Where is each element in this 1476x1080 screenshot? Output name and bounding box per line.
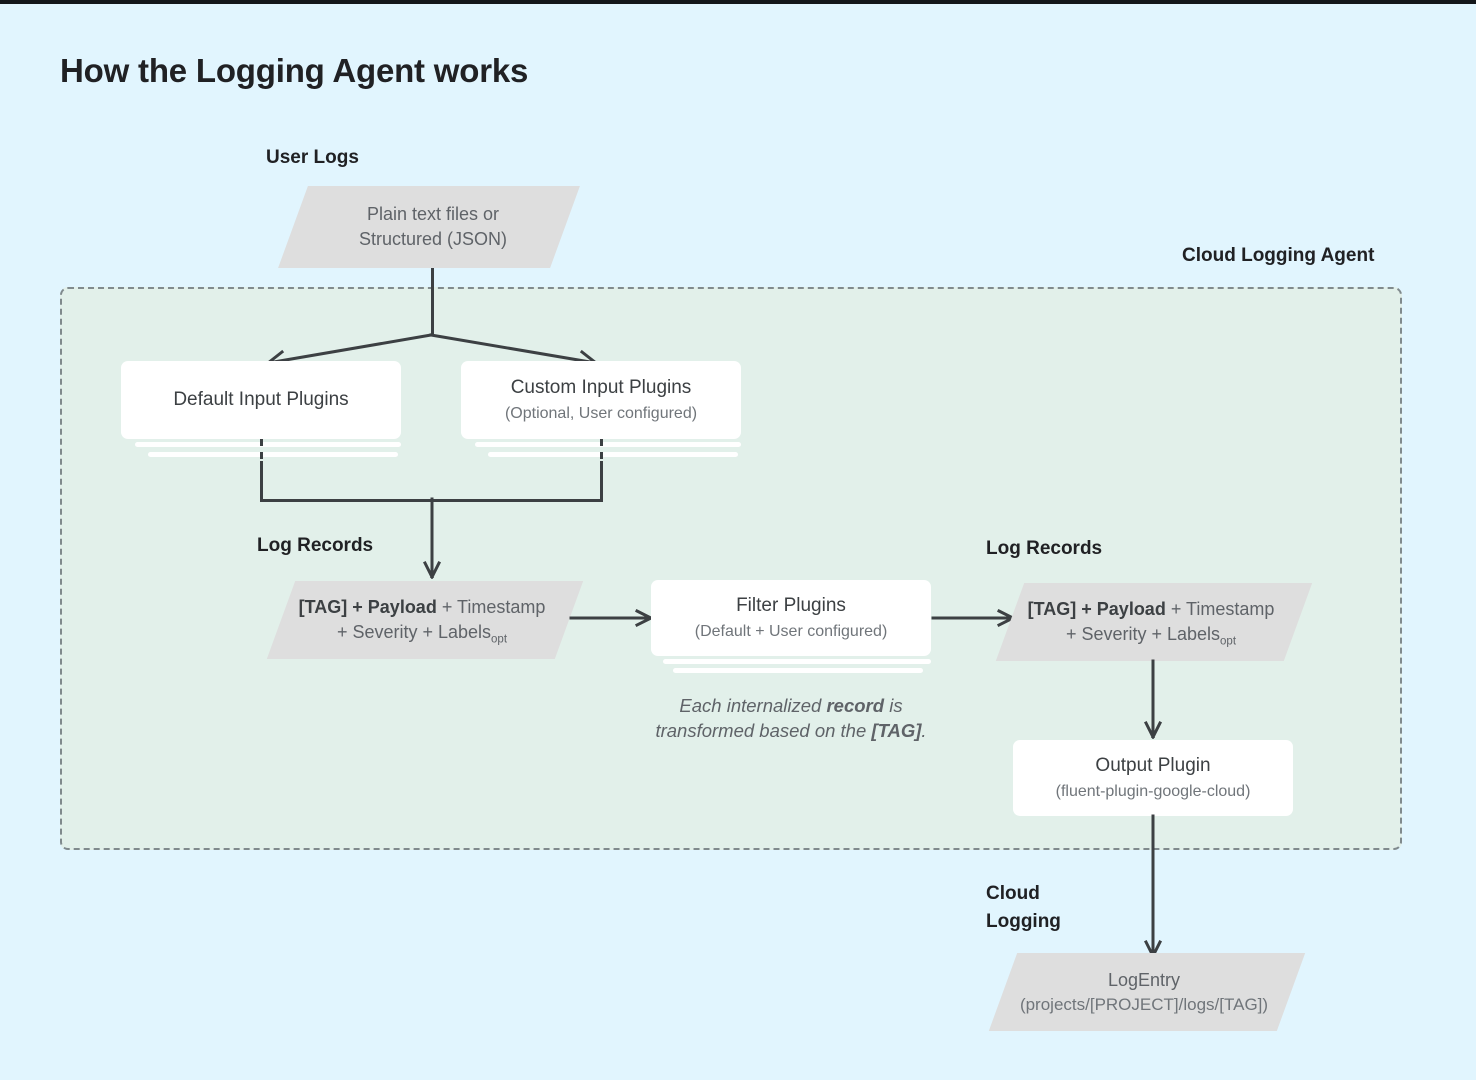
output-plugin-subtitle: (fluent-plugin-google-cloud) [1055, 782, 1251, 800]
custom-input-plugins-stack-1 [475, 442, 741, 447]
user-logs-label: User Logs [266, 147, 359, 168]
custom-input-plugins-card[interactable]: Custom Input Plugins (Optional, User con… [461, 361, 741, 439]
cloud-logging-agent-label: Cloud Logging Agent [1182, 245, 1375, 266]
log-records-right-label: Log Records [986, 538, 1103, 559]
log-record-left-parallelogram [266, 581, 584, 659]
note-l2b: [TAG] [871, 719, 922, 741]
custom-input-plugins-subtitle: (Optional, User configured) [504, 404, 698, 422]
filter-plugins-title: Filter Plugins [736, 594, 846, 616]
filter-plugins-stack-1 [663, 659, 931, 664]
default-input-plugins-title: Default Input Plugins [173, 388, 349, 410]
default-input-plugins-stack-2 [148, 452, 398, 457]
log-entry-parallelogram [988, 953, 1306, 1031]
note-l1a: Each internalized [679, 695, 827, 716]
connector-merge-to-record-arrow [422, 497, 442, 580]
connector-custom-dashed [600, 439, 603, 463]
cloud-logging-label-line-1: Cloud [986, 883, 1040, 904]
filter-transform-note-line-2: transformed based on the [TAG]. [591, 719, 991, 744]
log-record-right-parallelogram [995, 583, 1313, 661]
note-l1c: is [884, 695, 903, 716]
cloud-logging-label-line-2: Logging [986, 910, 1061, 932]
filter-plugins-stack-2 [673, 668, 923, 673]
log-records-left-label: Log Records [257, 535, 374, 556]
note-l2a: transformed based on the [655, 719, 872, 741]
connector-record-to-filter-arrow [569, 608, 654, 628]
connector-record-to-output-arrow [1143, 659, 1163, 740]
default-input-plugins-card[interactable]: Default Input Plugins [121, 361, 401, 439]
top-edge-strip [0, 0, 1476, 4]
connector-default-dashed [260, 439, 263, 463]
connector-default-down [260, 461, 263, 501]
note-l1b: record [826, 695, 885, 716]
custom-input-plugins-title: Custom Input Plugins [510, 376, 692, 398]
connector-filter-to-record-arrow [931, 608, 1016, 628]
note-l2c: . [921, 719, 927, 741]
filter-transform-note-line-1: Each internalized record is [591, 694, 991, 719]
connector-userlogs-down [431, 268, 434, 336]
cloud-logging-label: Cloud Logging [986, 880, 1061, 935]
page-title: How the Logging Agent works [60, 52, 529, 89]
user-logs-parallelogram [278, 186, 580, 268]
output-plugin-card[interactable]: Output Plugin (fluent-plugin-google-clou… [1013, 740, 1293, 816]
connector-custom-down [600, 461, 603, 501]
custom-input-plugins-stack-2 [488, 452, 738, 457]
output-plugin-title: Output Plugin [1095, 754, 1211, 776]
filter-transform-note: Each internalized record is transformed … [591, 694, 991, 744]
connector-output-to-logentry-arrow [1143, 814, 1163, 959]
filter-plugins-card[interactable]: Filter Plugins (Default + User configure… [651, 580, 931, 656]
default-input-plugins-stack-1 [135, 442, 401, 447]
filter-plugins-subtitle: (Default + User configured) [694, 622, 888, 640]
